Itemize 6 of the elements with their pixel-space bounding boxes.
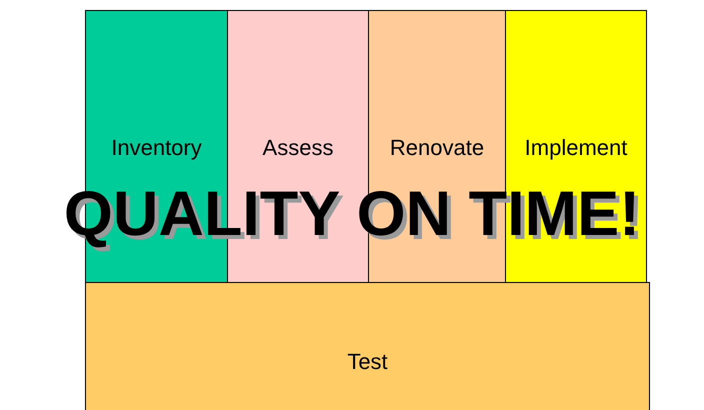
phase-label: Inventory — [111, 135, 202, 161]
phase-label: Implement — [524, 135, 628, 161]
phase-label: Test — [347, 349, 388, 375]
phase-label: Assess — [262, 135, 334, 161]
phase-band — [85, 282, 650, 410]
phase-label: Renovate — [390, 135, 484, 161]
